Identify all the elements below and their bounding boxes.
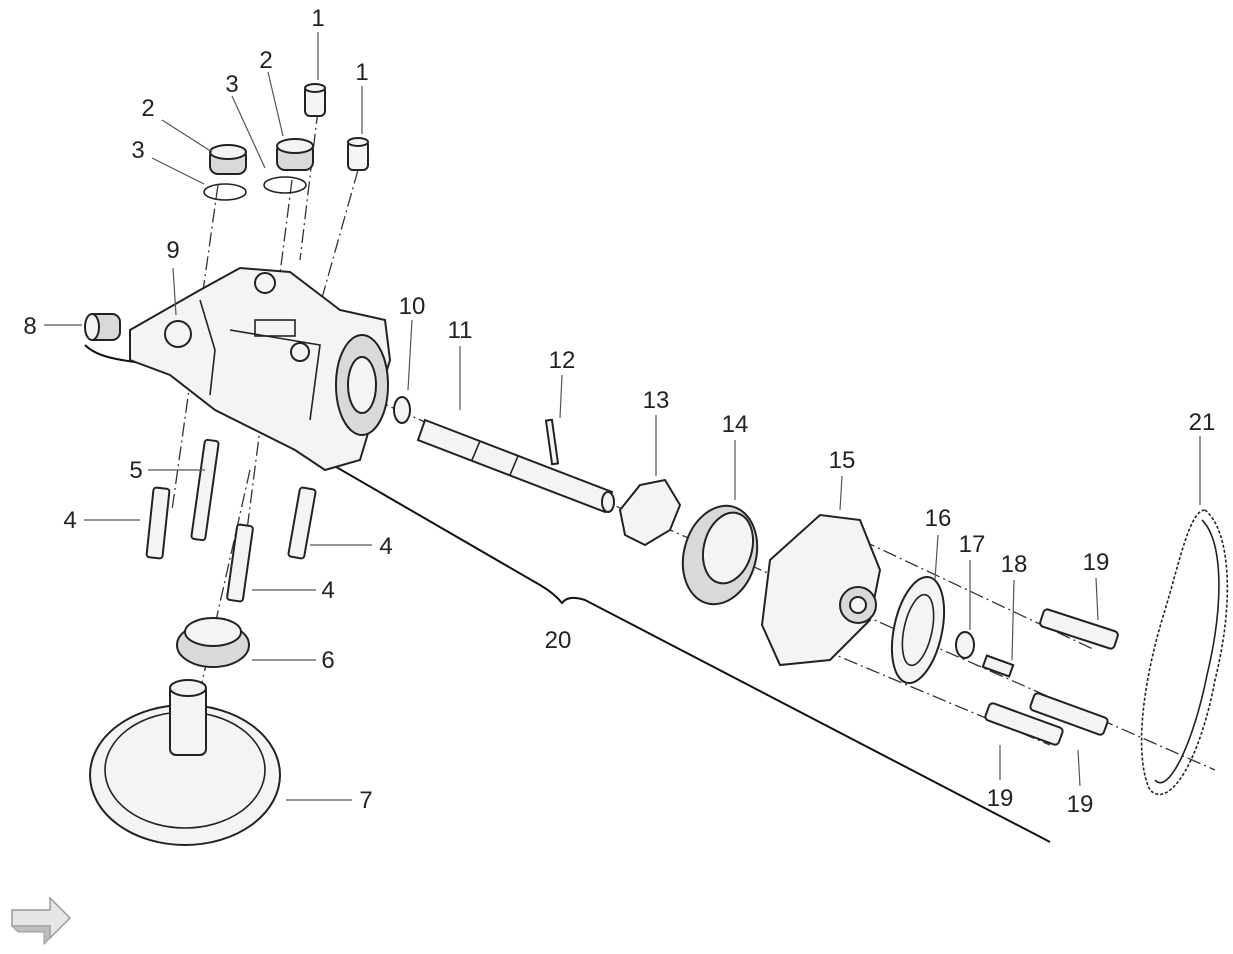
callout-7: 7 — [359, 787, 372, 814]
callout-9: 9 — [166, 237, 179, 264]
shaft-11 — [416, 418, 615, 514]
callout-18: 18 — [1001, 551, 1028, 578]
callout-1b: 1 — [355, 59, 368, 86]
callouts: 1 1 2 3 2 3 9 8 10 11 12 13 14 15 16 17 … — [23, 5, 1215, 818]
pin-12 — [544, 418, 560, 466]
callout-20: 20 — [545, 627, 572, 654]
callout-2a: 2 — [141, 95, 154, 122]
callout-6: 6 — [321, 647, 334, 674]
dowel-pin-1b — [347, 137, 369, 171]
callout-17: 17 — [959, 531, 986, 558]
chain-21 — [1140, 509, 1229, 796]
callout-1a: 1 — [311, 5, 324, 32]
stud-5 — [190, 438, 220, 542]
inner-rotor-13 — [618, 478, 682, 547]
callout-5: 5 — [129, 457, 142, 484]
callout-4c: 4 — [321, 577, 334, 604]
callout-19b: 19 — [987, 785, 1014, 812]
washer-10 — [393, 396, 411, 424]
bolt-18 — [981, 654, 1015, 678]
sprocket-16 — [890, 575, 946, 685]
callout-4b: 4 — [379, 533, 392, 560]
plug-8 — [84, 313, 121, 341]
assembly-bracket — [84, 344, 1051, 843]
callout-3a: 3 — [131, 137, 144, 164]
o-ring-3b — [263, 176, 307, 194]
callout-2b: 2 — [259, 47, 272, 74]
cap-2b — [276, 138, 314, 171]
arrow-icon[interactable] — [10, 896, 72, 946]
bolt-19b — [984, 702, 1064, 746]
washer-17 — [955, 631, 975, 659]
o-ring-3a — [203, 183, 247, 201]
bolt-19c — [1029, 692, 1109, 736]
callout-19a: 19 — [1083, 549, 1110, 576]
callout-12: 12 — [549, 347, 576, 374]
bolt-4a — [145, 486, 171, 560]
strainer-7 — [89, 679, 281, 846]
callout-13: 13 — [643, 387, 670, 414]
callout-21: 21 — [1189, 409, 1216, 436]
callout-8: 8 — [23, 313, 36, 340]
callout-19c: 19 — [1067, 791, 1094, 818]
cap-2a — [209, 144, 247, 175]
callout-4a: 4 — [63, 507, 76, 534]
callout-14: 14 — [722, 411, 749, 438]
bolt-4b — [287, 486, 317, 560]
leader-lines — [44, 32, 1201, 801]
callout-11: 11 — [448, 317, 473, 344]
callout-10: 10 — [399, 293, 426, 320]
outer-rotor-14 — [681, 504, 759, 606]
callout-15: 15 — [829, 447, 856, 474]
bolt-19a — [1039, 608, 1119, 650]
pump-body — [129, 266, 392, 472]
bolt-4c — [226, 523, 254, 603]
callout-16: 16 — [925, 505, 952, 532]
dowel-pin-1a — [304, 83, 326, 117]
callout-3b: 3 — [225, 71, 238, 98]
seal-6 — [176, 617, 250, 668]
pump-cover-15 — [760, 513, 882, 667]
